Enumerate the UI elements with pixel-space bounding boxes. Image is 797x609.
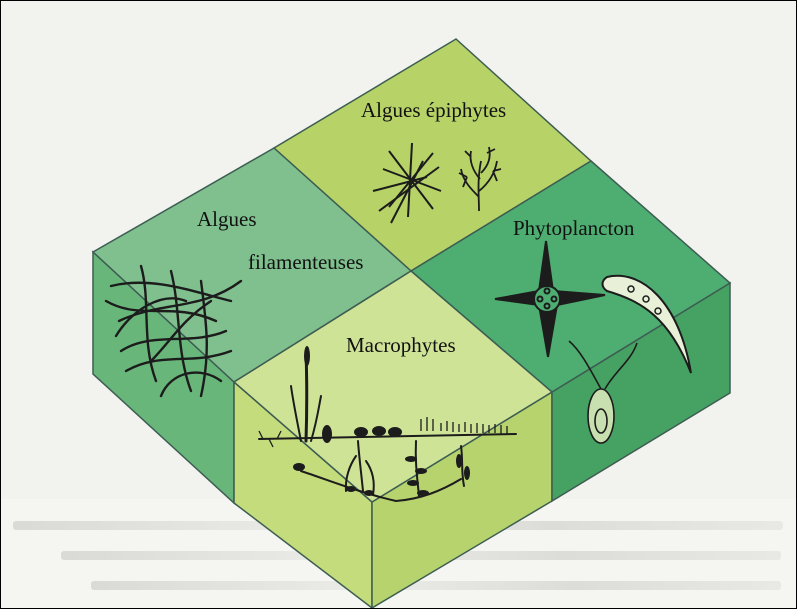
- label-algues-epiphytes: Algues épiphytes: [361, 100, 506, 121]
- label-algues-filamenteuses-line1: Algues: [197, 209, 257, 230]
- label-macrophytes: Macrophytes: [346, 335, 456, 356]
- label-phytoplancton: Phytoplancton: [513, 218, 634, 239]
- label-algues-filamenteuses-line2: filamenteuses: [248, 252, 363, 273]
